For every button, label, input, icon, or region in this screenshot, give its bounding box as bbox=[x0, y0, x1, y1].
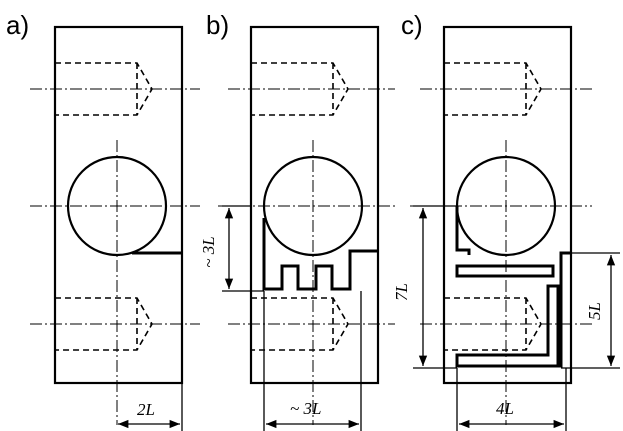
hidden-bolt-top bbox=[251, 62, 349, 116]
hidden-bolt-top bbox=[444, 62, 542, 116]
dimension-7l: 7L bbox=[392, 283, 411, 301]
panel-b-label: b) bbox=[206, 10, 229, 40]
block-outline bbox=[442, 25, 573, 385]
dimension-3l-vertical: ~ 3L bbox=[199, 236, 218, 267]
bore-circle bbox=[262, 155, 364, 257]
serpentine-slot bbox=[262, 218, 378, 291]
block-outline bbox=[249, 25, 380, 385]
hidden-bolt-top bbox=[55, 62, 153, 116]
panel-c: c) 7L 5L 4L bbox=[392, 10, 620, 431]
panel-b: b) ~ 3L ~ 3L bbox=[199, 10, 395, 431]
slot-outer-l bbox=[457, 251, 571, 368]
dimension-5l: 5L bbox=[585, 302, 604, 320]
hidden-bolt-bottom bbox=[251, 297, 349, 351]
hidden-bolt-bottom bbox=[55, 297, 153, 351]
panel-a: a) 2L bbox=[6, 10, 200, 431]
block-outline bbox=[53, 25, 184, 385]
panel-a-label: a) bbox=[6, 10, 29, 40]
dimension-3l-horizontal: ~ 3L bbox=[290, 399, 321, 418]
dimension-4l: 4L bbox=[496, 399, 514, 418]
dimension-2l: 2L bbox=[137, 400, 155, 419]
slot-horizontal-upper bbox=[455, 264, 555, 278]
panel-c-label: c) bbox=[401, 10, 423, 40]
bore-circle bbox=[66, 155, 168, 257]
slot-short-vertical bbox=[455, 206, 471, 255]
hidden-bolt-bottom bbox=[444, 297, 542, 351]
